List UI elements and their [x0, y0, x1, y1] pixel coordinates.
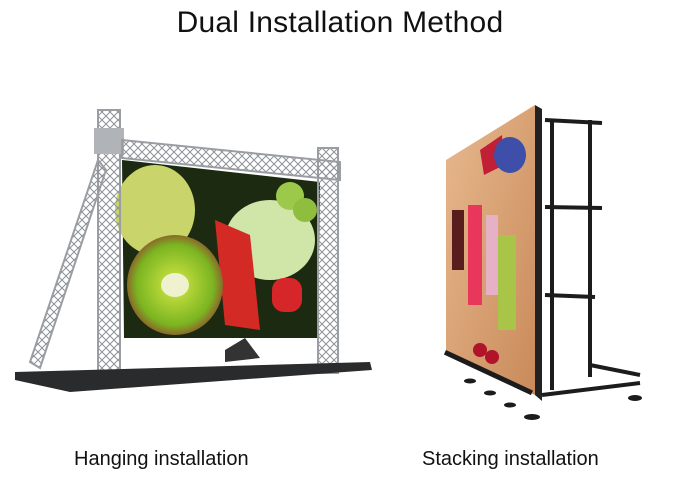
hanging-installation-image — [15, 109, 372, 392]
stacking-installation-caption: Stacking installation — [422, 448, 599, 470]
hanging-installation-caption: Hanging installation — [74, 448, 249, 470]
page-title: Dual Installation Method — [176, 6, 504, 39]
stacking-installation-image — [443, 105, 642, 420]
